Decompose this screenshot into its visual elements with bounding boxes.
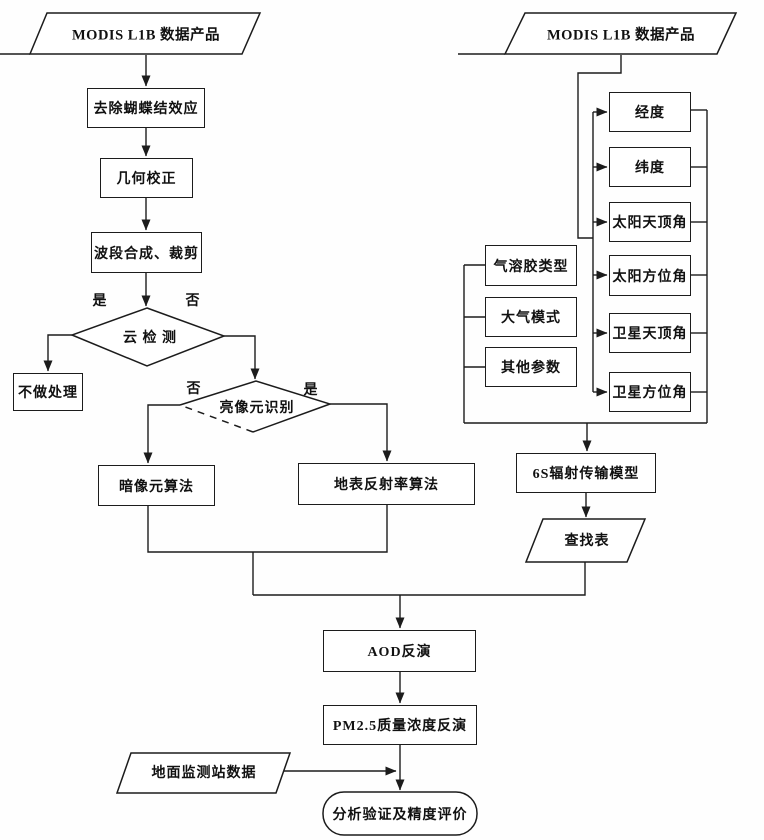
label-modis-right: MODIS L1B 数据产品 <box>547 27 695 44</box>
node-6s-radiative-transfer-model: 6S辐射传输模型 <box>516 453 656 493</box>
node-dark-pixel-algorithm: 暗像元算法 <box>98 465 215 506</box>
edge-cloud-no <box>224 335 260 380</box>
label-cloud-detection: 云 检 测 <box>123 331 177 346</box>
node-latitude: 纬度 <box>609 147 691 187</box>
label-lookup-table: 查找表 <box>564 534 610 549</box>
node-remove-bowtie: 去除蝴蝶结效应 <box>87 88 205 128</box>
node-longitude: 经度 <box>609 92 691 132</box>
edge-bright-yes <box>330 403 392 462</box>
stadium-analysis-validation <box>322 791 478 836</box>
diamond-cloud-detection <box>69 307 227 367</box>
node-pm25-retrieval: PM2.5质量浓度反演 <box>323 705 477 745</box>
node-other-params: 其他参数 <box>485 347 577 387</box>
label-modis-left: MODIS L1B 数据产品 <box>72 27 220 44</box>
diamond-bright-pixel-solid-edges <box>179 380 333 433</box>
edge-merge-bus <box>253 562 586 596</box>
node-surface-reflectance-algorithm: 地表反射率算法 <box>298 463 475 505</box>
label-bright-no: 否 <box>186 382 202 397</box>
node-sat-azimuth: 卫星方位角 <box>609 372 691 412</box>
node-aerosol-type: 气溶胶类型 <box>485 245 577 286</box>
parallelogram-modis-left <box>28 12 262 55</box>
node-sat-zenith: 卫星天顶角 <box>609 313 691 353</box>
edge-cloud-yes <box>43 334 72 372</box>
connector-arrows <box>43 55 608 791</box>
parallelogram-lookup-table <box>524 518 647 563</box>
node-geometric-correction: 几何校正 <box>100 158 193 198</box>
label-analysis-validation: 分析验证及精度评价 <box>332 808 468 823</box>
label-cloud-no: 否 <box>185 294 201 309</box>
flow-shapes <box>28 12 738 836</box>
node-atmospheric-model: 大气模式 <box>485 297 577 337</box>
edge-merge-algos <box>147 505 388 553</box>
node-band-composite-crop: 波段合成、裁剪 <box>91 232 202 273</box>
node-sun-azimuth: 太阳方位角 <box>609 255 691 296</box>
node-no-processing: 不做处理 <box>13 373 83 411</box>
edge-modis-right-drop <box>577 55 622 239</box>
label-bright-yes: 是 <box>303 383 319 398</box>
label-ground-station-data: 地面监测站数据 <box>151 766 257 781</box>
connector-lines <box>0 53 708 596</box>
node-aod-retrieval: AOD反演 <box>323 630 476 672</box>
parallelogram-ground-station <box>115 752 292 794</box>
edge-bright-no <box>143 404 180 464</box>
parallelogram-modis-right <box>503 12 738 55</box>
label-cloud-yes: 是 <box>92 294 108 309</box>
node-sun-zenith: 太阳天顶角 <box>609 202 691 242</box>
label-bright-pixel-id: 亮像元识别 <box>219 401 295 416</box>
